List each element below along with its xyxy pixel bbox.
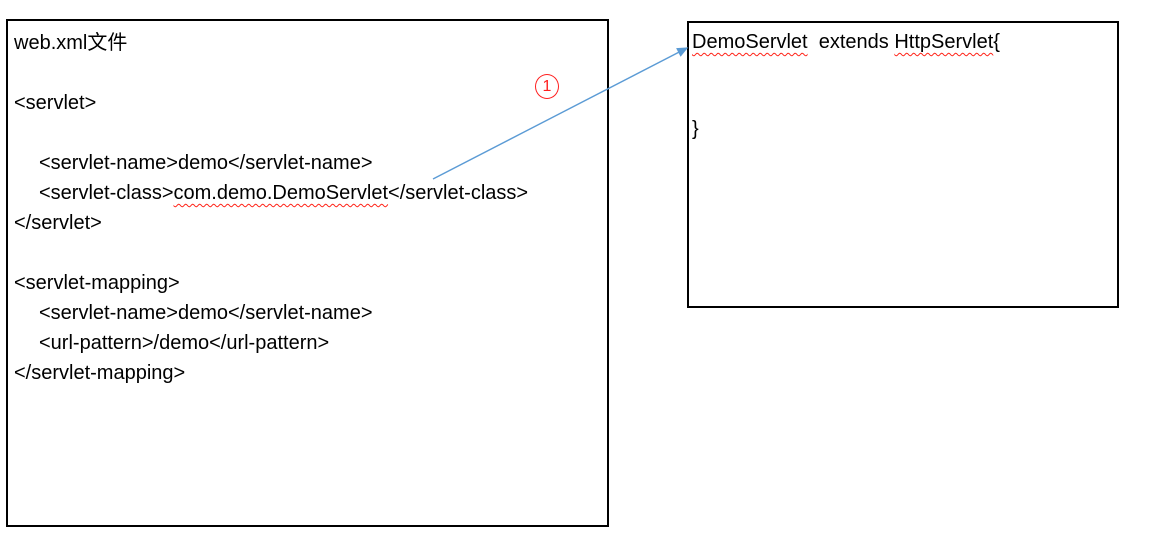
servlet-class-box: DemoServlet extends HttpServlet{ } bbox=[687, 21, 1119, 308]
code-line: <servlet> bbox=[14, 88, 603, 118]
code-line bbox=[14, 238, 603, 268]
code-text: { bbox=[993, 31, 1000, 53]
code-text: extends bbox=[807, 31, 895, 53]
spellcheck-underlined-text: HttpServlet bbox=[894, 31, 994, 53]
code-line: } bbox=[692, 115, 1113, 144]
code-line: </servlet-mapping> bbox=[14, 358, 603, 388]
code-text: </servlet-mapping> bbox=[14, 362, 186, 384]
code-text: <servlet> bbox=[14, 92, 97, 114]
spellcheck-underlined-text: com.demo.DemoServlet bbox=[173, 182, 389, 204]
code-line: <servlet-name>demo</servlet-name> bbox=[14, 298, 603, 328]
code-line: <servlet-class>com.demo.DemoServlet</ser… bbox=[14, 178, 603, 208]
code-line bbox=[14, 58, 603, 88]
code-text: web.xml文件 bbox=[14, 32, 128, 54]
code-text: </servlet> bbox=[14, 212, 102, 234]
code-text: </servlet-class> bbox=[388, 182, 529, 204]
code-text: <url-pattern>/demo</url-pattern> bbox=[39, 332, 330, 354]
code-line bbox=[14, 118, 603, 148]
code-text: <servlet-mapping> bbox=[14, 272, 180, 294]
code-text: <servlet-name>demo</servlet-name> bbox=[39, 152, 373, 174]
code-line: <url-pattern>/demo</url-pattern> bbox=[14, 328, 603, 358]
code-line: DemoServlet extends HttpServlet{ bbox=[692, 28, 1113, 57]
code-text: } bbox=[692, 118, 699, 140]
code-line: web.xml文件 bbox=[14, 28, 603, 58]
code-line: <servlet-name>demo</servlet-name> bbox=[14, 148, 603, 178]
code-line: <servlet-mapping> bbox=[14, 268, 603, 298]
step-1-circled-number: 1 bbox=[535, 74, 559, 99]
code-text: <servlet-class> bbox=[39, 182, 174, 204]
code-line bbox=[692, 57, 1113, 86]
code-line bbox=[692, 86, 1113, 115]
spellcheck-underlined-text: DemoServlet bbox=[692, 31, 808, 53]
code-line: </servlet> bbox=[14, 208, 603, 238]
webxml-file-box: web.xml文件 <servlet> <servlet-name>demo</… bbox=[6, 19, 609, 527]
code-text: <servlet-name>demo</servlet-name> bbox=[39, 302, 373, 324]
